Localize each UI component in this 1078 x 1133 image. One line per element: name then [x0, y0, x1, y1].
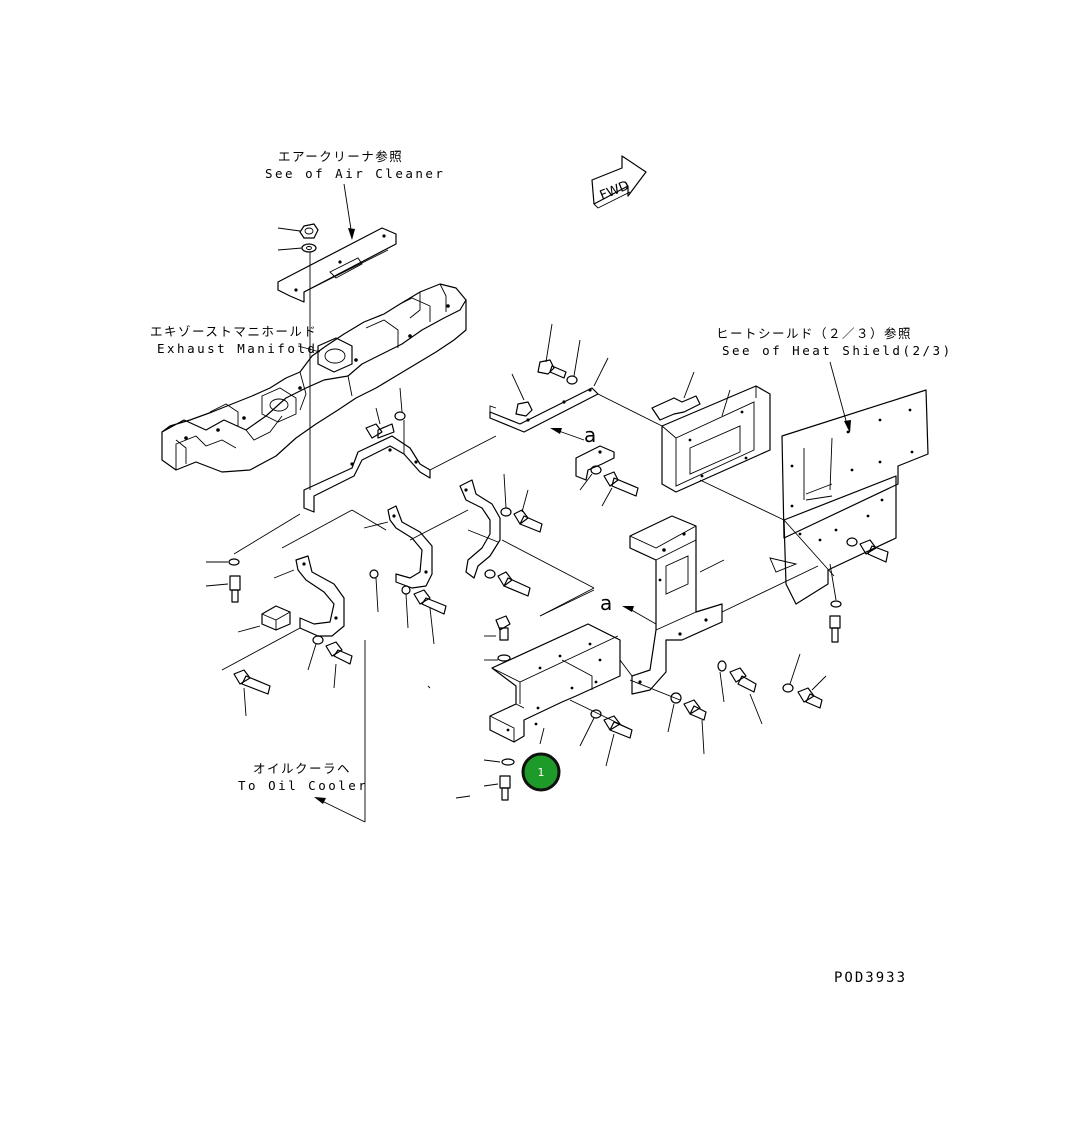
bolt-icon: [365, 407, 395, 439]
washer-icon: [579, 709, 602, 747]
exhaust-manifold: [161, 283, 467, 473]
oil-cooler-label-en: To Oil Cooler: [238, 778, 368, 793]
bolt-icon: [513, 489, 543, 533]
bolt-icon: [483, 775, 511, 801]
reference-arrow-upper: a: [550, 423, 596, 447]
air-cleaner-bracket: [277, 227, 397, 303]
small-hook-bracket: [651, 371, 701, 421]
washer-icon: [483, 758, 515, 766]
washer-icon: [667, 692, 682, 733]
bolt-icon: [797, 675, 827, 709]
drawing-number: POD3933: [834, 970, 907, 986]
washer-icon: [579, 465, 602, 491]
bolt-icon: [325, 641, 353, 689]
washer-icon: [717, 660, 727, 703]
ref-mark-a-upper: a: [584, 423, 596, 447]
long-bracket: [303, 435, 431, 513]
callout-1-number: 1: [538, 766, 545, 779]
heat-shield-lower-plate: [769, 475, 897, 605]
washer-icon: [484, 654, 511, 662]
washer-icon: [277, 243, 317, 253]
washer-icon: [566, 339, 581, 385]
vertical-support-bracket: [629, 515, 723, 695]
heat-shield-label-jp: ヒートシールド（２／３）参照: [716, 326, 912, 341]
exhaust-manifold-label-jp: エキゾーストマニホールド: [150, 324, 317, 339]
bolt-icon: [233, 669, 271, 717]
washer-icon: [500, 473, 512, 517]
washer-icon: [206, 558, 240, 566]
reference-arrow-lower: a: [600, 591, 657, 625]
top-right-bracket: [489, 387, 599, 433]
washer-icon: [369, 569, 379, 613]
washer-icon: [829, 563, 842, 608]
washer-icon: [394, 387, 406, 421]
washer-icon: [401, 585, 411, 629]
upper-bracket-plate: [661, 385, 771, 493]
clip-bracket: [575, 445, 615, 481]
heat-shield-leader: [829, 361, 851, 433]
callout-1[interactable]: 1: [521, 752, 561, 792]
nut-icon: [277, 223, 319, 239]
block-pad: [237, 605, 291, 633]
pipe-clamp-upper: [459, 479, 501, 579]
air-cleaner-label-jp: エアークリーナ参照: [278, 149, 403, 164]
main-cover-shield: [489, 623, 621, 743]
nut-icon: [511, 373, 533, 417]
oil-cooler-leader: [314, 640, 366, 823]
bolt-icon: [859, 539, 889, 563]
washer-icon: [484, 569, 496, 579]
bolt-icon: [484, 615, 511, 641]
exhaust-leader: [297, 345, 321, 353]
washer-icon: [846, 537, 858, 547]
washer-icon: [782, 653, 801, 693]
ref-mark-a-lower: a: [600, 591, 612, 615]
fwd-arrow-icon: FWD: [591, 155, 647, 209]
bolt-icon: [683, 699, 707, 755]
air-cleaner-label-en: See of Air Cleaner: [265, 166, 445, 181]
bolt-icon: [829, 615, 841, 643]
bolt-icon: [603, 715, 633, 767]
bolt-icon: [497, 571, 531, 597]
pipe-clamp-lower: [295, 555, 345, 637]
bolt-icon: [413, 589, 447, 645]
washer-icon: [307, 635, 324, 671]
pipe-clamp-middle: [387, 505, 433, 589]
bolt-icon: [601, 471, 639, 507]
air-cleaner-leader: [343, 183, 355, 240]
bolt-icon: [729, 667, 763, 725]
bolt-icon: [205, 575, 241, 603]
exhaust-manifold-label-en: Exhaust Manifold: [157, 341, 317, 356]
heat-shield-panel: [781, 389, 929, 539]
heat-shield-label-en: See of Heat Shield(2/3): [722, 343, 953, 358]
oil-cooler-label-jp: オイルクーラヘ: [253, 761, 351, 776]
bolt-icon: [537, 323, 567, 379]
